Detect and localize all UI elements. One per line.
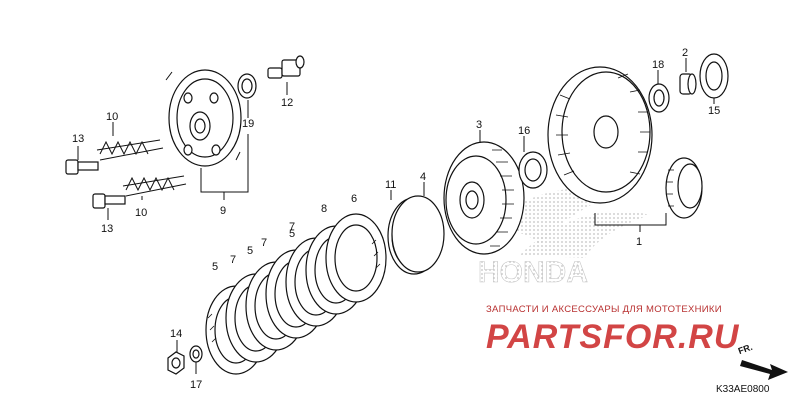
callout-17: 17 [190, 379, 202, 391]
bushing-2 [679, 73, 697, 95]
callout-13-upper: 13 [72, 133, 84, 145]
callout-12: 12 [281, 97, 293, 109]
needle-bearing-18 [648, 83, 670, 113]
callout-5b: 5 [247, 245, 253, 257]
callout-5a: 5 [212, 261, 218, 273]
callout-13-lower: 13 [101, 223, 113, 235]
callout-6: 6 [351, 193, 357, 205]
callout-11: 11 [385, 179, 396, 191]
callout-1: 1 [636, 236, 642, 248]
callout-16: 16 [518, 125, 530, 137]
clutch-spring-10-lower [122, 175, 187, 197]
callout-labels: 1 2 3 4 5 5 5 6 7 7 7 8 9 10 10 11 12 13… [72, 47, 720, 391]
judder-spring-11 [387, 195, 445, 275]
leader-lines [77, 58, 715, 374]
callout-7a: 7 [230, 254, 236, 266]
callout-7c: 7 [289, 221, 295, 233]
bolt-13-lower [92, 193, 126, 209]
callout-18: 18 [652, 59, 664, 71]
lifter-piece-12 [267, 55, 305, 79]
thrust-washer-15 [699, 53, 729, 99]
bearing-19 [237, 73, 257, 99]
callout-9: 9 [220, 205, 226, 217]
lock-nut-14 [167, 351, 185, 375]
clutch-center-3 [443, 141, 525, 255]
callout-2: 2 [682, 47, 688, 59]
callout-8: 8 [321, 203, 327, 215]
primary-driven-gear [665, 157, 703, 219]
front-direction-arrow [740, 360, 788, 380]
thrust-washer-16 [518, 151, 548, 189]
bolt-13-upper [65, 159, 99, 175]
clutch-outer-1 [547, 66, 653, 204]
watermark-site: PARTSFOR.RU [486, 318, 740, 356]
clutch-disc-stack [205, 213, 387, 375]
diagram-code: K33AE0800 [716, 384, 770, 395]
callout-4: 4 [420, 171, 426, 183]
callout-10-upper: 10 [106, 111, 118, 123]
pressure-plate-assembly [165, 69, 242, 167]
callout-7b: 7 [261, 237, 267, 249]
honda-watermark-text: HONDA [478, 256, 588, 289]
honda-watermark: HONDA [470, 187, 650, 289]
washer-17 [189, 345, 203, 363]
callout-15: 15 [708, 105, 720, 117]
callout-19: 19 [242, 118, 254, 130]
callout-5c: 5 [289, 228, 295, 240]
callout-3: 3 [476, 119, 482, 131]
callout-10-lower: 10 [135, 207, 147, 219]
watermark-tagline: ЗАПЧАСТИ И АКСЕССУАРЫ ДЛЯ МОТОТЕХНИКИ [486, 304, 722, 315]
callout-14: 14 [170, 328, 182, 340]
clutch-spring-10-upper [96, 139, 164, 161]
